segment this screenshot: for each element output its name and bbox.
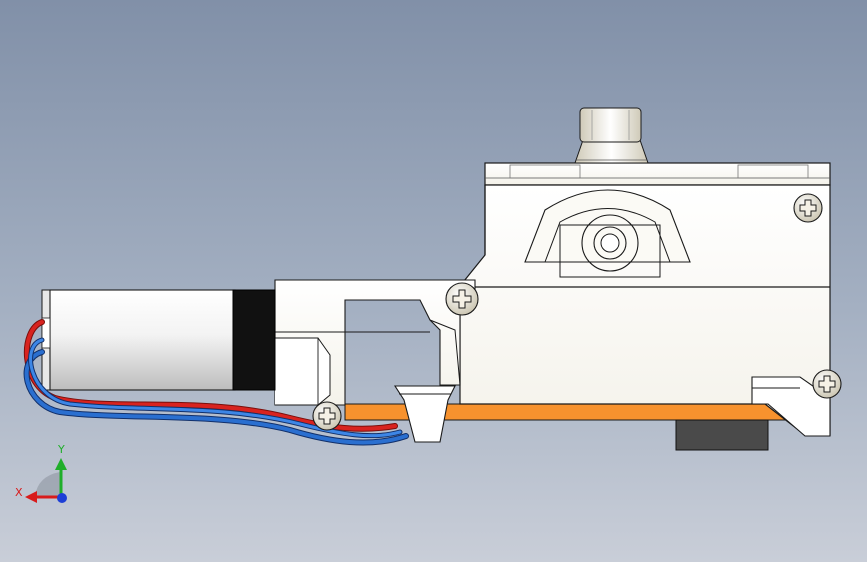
motor-mount [274, 279, 476, 406]
motor-wires [23, 319, 409, 446]
y-axis-label: Y [57, 443, 65, 456]
screw-middle [445, 282, 479, 316]
dc-motor [41, 289, 276, 391]
axis-triad: Y X [15, 443, 67, 503]
screw-bottom-left [312, 401, 342, 431]
output-shaft [574, 107, 649, 164]
screw-bottom-right [812, 369, 842, 399]
screw-top-right [793, 193, 823, 223]
z-axis-icon [57, 493, 67, 503]
gearbox-housing [459, 162, 831, 437]
wire-clip [393, 385, 456, 443]
connector-block [675, 419, 769, 451]
x-axis-label: X [15, 486, 23, 499]
